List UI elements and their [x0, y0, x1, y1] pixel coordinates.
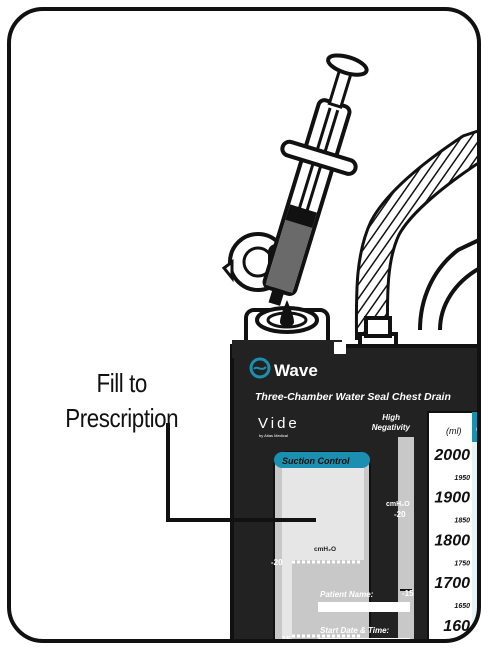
- collection-minor-tick: 1950: [454, 475, 470, 482]
- patient-name-field: [318, 602, 410, 612]
- patient-name-label: Patient Name:: [320, 590, 374, 599]
- negativity-tick-20: -20: [394, 510, 406, 519]
- vide-logo-text: Vide: [258, 415, 300, 432]
- suction-unit-label: cmH₂O: [314, 546, 336, 553]
- collection-minor-tick: 1750: [454, 560, 470, 567]
- collection-major-tick: 1700: [434, 575, 470, 592]
- start-date-label: Start Date & Time:: [320, 626, 390, 635]
- fill-to-prescription-callout: Fill to Prescription: [40, 366, 203, 436]
- negativity-tick-15: -15: [402, 589, 414, 598]
- suction-control-label: Suction Control: [282, 456, 350, 466]
- vide-logo-subtitle: by Atlas Medical: [259, 433, 288, 438]
- negativity-unit-label: cmH₂O: [386, 501, 410, 508]
- collection-minor-tick: 1850: [454, 518, 470, 525]
- callout-line-1: Fill to: [40, 366, 203, 401]
- collection-minor-tick: 1650: [454, 603, 470, 610]
- corrugated-tube: [372, 140, 488, 340]
- high-negativity-column: [398, 437, 414, 647]
- high-negativity-label-1: High: [382, 413, 400, 422]
- collection-major-tick: 2000: [433, 447, 470, 464]
- collection-major-tick: 1900: [434, 490, 470, 507]
- suction-tick-20: -20: [271, 558, 283, 567]
- high-negativity-label-2: Negativity: [372, 423, 411, 432]
- collection-major-tick: 1800: [434, 532, 470, 549]
- collection-unit: (ml): [446, 426, 462, 436]
- brand-name: Wave: [274, 361, 318, 380]
- callout-line-2: Prescription: [40, 401, 203, 436]
- device-title: Three-Chamber Water Seal Chest Drain: [255, 391, 451, 403]
